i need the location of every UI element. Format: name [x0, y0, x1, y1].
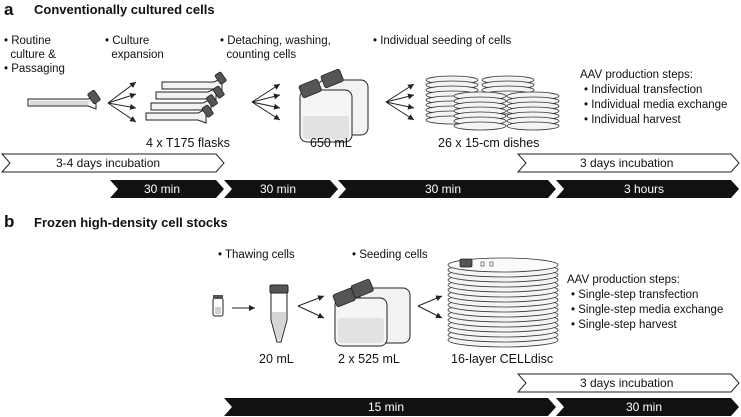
- arrows-to-flasks: [107, 81, 137, 123]
- timeline-b-duration-1: 15 min: [368, 400, 405, 414]
- timeline-a-duration-1: 30 min: [144, 182, 181, 196]
- label-culture-2: expansion: [105, 49, 164, 61]
- label-detach-1: • Detaching, washing,: [220, 35, 331, 47]
- panel-b-title: Frozen high-density cell stocks: [34, 215, 228, 230]
- timeline-b-duration-2: 30 min: [626, 400, 663, 414]
- caption-dishes: 26 x 15-cm dishes: [438, 136, 540, 150]
- label-thawing: • Thawing cells: [218, 249, 295, 261]
- label-routine-1: • Routine: [4, 35, 51, 47]
- panel-b-step-2: • Single-step media exchange: [571, 304, 724, 316]
- timeline-a-incubation: [0, 153, 740, 173]
- timeline-a-duration-4: 3 hours: [624, 182, 665, 196]
- timeline-b-durations: [224, 398, 739, 416]
- cryovial-icon: [212, 295, 224, 317]
- timeline-b-incubation-label: 3 days incubation: [580, 376, 674, 390]
- label-seeding-b: • Seeding cells: [352, 249, 428, 261]
- panel-a-steps-title: AAV production steps:: [580, 69, 693, 81]
- conical-tube-icon: [269, 284, 289, 343]
- bottles-525ml-icon: [332, 278, 411, 347]
- timeline-a-durations: [110, 180, 739, 198]
- caption-flasks: 4 x T175 flasks: [146, 136, 230, 150]
- dishes-stack-icon: [425, 75, 560, 131]
- label-seeding: • Individual seeding of cells: [373, 35, 512, 47]
- panel-a-step-3: • Individual harvest: [584, 114, 681, 126]
- arrows-to-dishes: [385, 83, 415, 121]
- timeline-a-incubation-2-label: 3 days incubation: [580, 156, 674, 170]
- arrows-to-bottle: [251, 83, 281, 121]
- arrows-to-celldisc: [417, 295, 443, 319]
- arrows-to-bottles-b: [297, 295, 325, 319]
- panel-b-step-1: • Single-step transfection: [571, 289, 699, 301]
- panel-b-letter: b: [4, 212, 15, 231]
- timeline-a-duration-2: 30 min: [260, 182, 297, 196]
- label-routine-2: culture &: [4, 49, 56, 61]
- label-passaging: • Passaging: [4, 63, 65, 75]
- timeline-a-incubation-1-label: 3-4 days incubation: [56, 156, 161, 170]
- panel-b-step-3: • Single-step harvest: [571, 319, 677, 331]
- panel-a-letter: a: [4, 0, 14, 19]
- label-detach-2: counting cells: [220, 49, 297, 61]
- caption-bottle: 650 mL: [310, 136, 352, 150]
- panel-a-step-1: • Individual transfection: [584, 84, 703, 96]
- caption-celldisc: 16-layer CELLdisc: [451, 352, 554, 366]
- panel-a-step-2: • Individual media exchange: [584, 99, 728, 111]
- caption-tube: 20 mL: [259, 352, 294, 366]
- celldisc-icon: [447, 257, 559, 348]
- caption-bottles: 2 x 525 mL: [338, 352, 400, 366]
- timeline-b-incubation: [516, 373, 740, 393]
- bottle-650ml-icon: [298, 68, 369, 143]
- panel-a-title: Conventionally cultured cells: [34, 2, 215, 17]
- label-culture-1: • Culture: [105, 35, 150, 47]
- single-flask-icon: [27, 89, 101, 110]
- panel-b-steps-title: AAV production steps:: [567, 274, 680, 286]
- four-flasks-icon: [145, 71, 227, 124]
- timeline-a-duration-3: 30 min: [425, 182, 462, 196]
